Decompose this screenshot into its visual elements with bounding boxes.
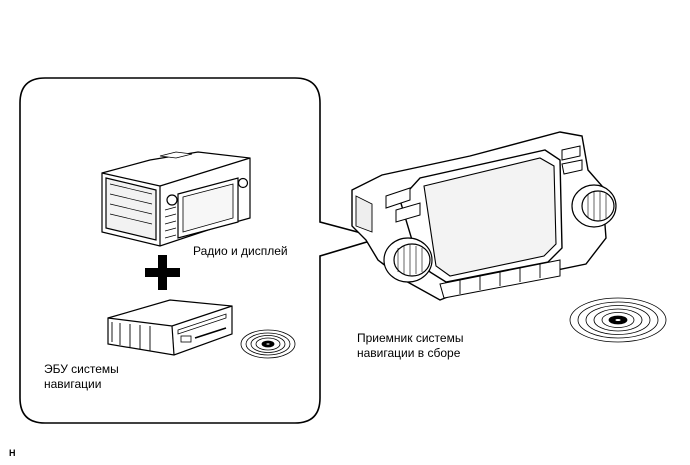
receiver-label-line2: навигации в сборе xyxy=(357,346,461,360)
cd-disc-large-icon xyxy=(569,297,667,343)
navigation-ecu-unit xyxy=(107,299,233,356)
ecu-label: ЭБУ системы навигации xyxy=(44,362,119,392)
cd-disc-icon xyxy=(240,329,296,359)
callout-frame xyxy=(19,77,383,424)
receiver-label: Приемник системы навигации в сборе xyxy=(357,331,463,361)
radio-display-unit xyxy=(101,151,251,247)
ecu-label-line1: ЭБУ системы xyxy=(44,362,119,376)
left-knob xyxy=(383,237,433,283)
figure-code: H xyxy=(9,448,16,458)
right-knob xyxy=(571,184,617,228)
plus-icon xyxy=(145,255,180,290)
radio-display-label: Радио и дисплей xyxy=(193,244,288,258)
ecu-label-line2: навигации xyxy=(44,377,102,391)
receiver-label-line1: Приемник системы xyxy=(357,331,464,345)
